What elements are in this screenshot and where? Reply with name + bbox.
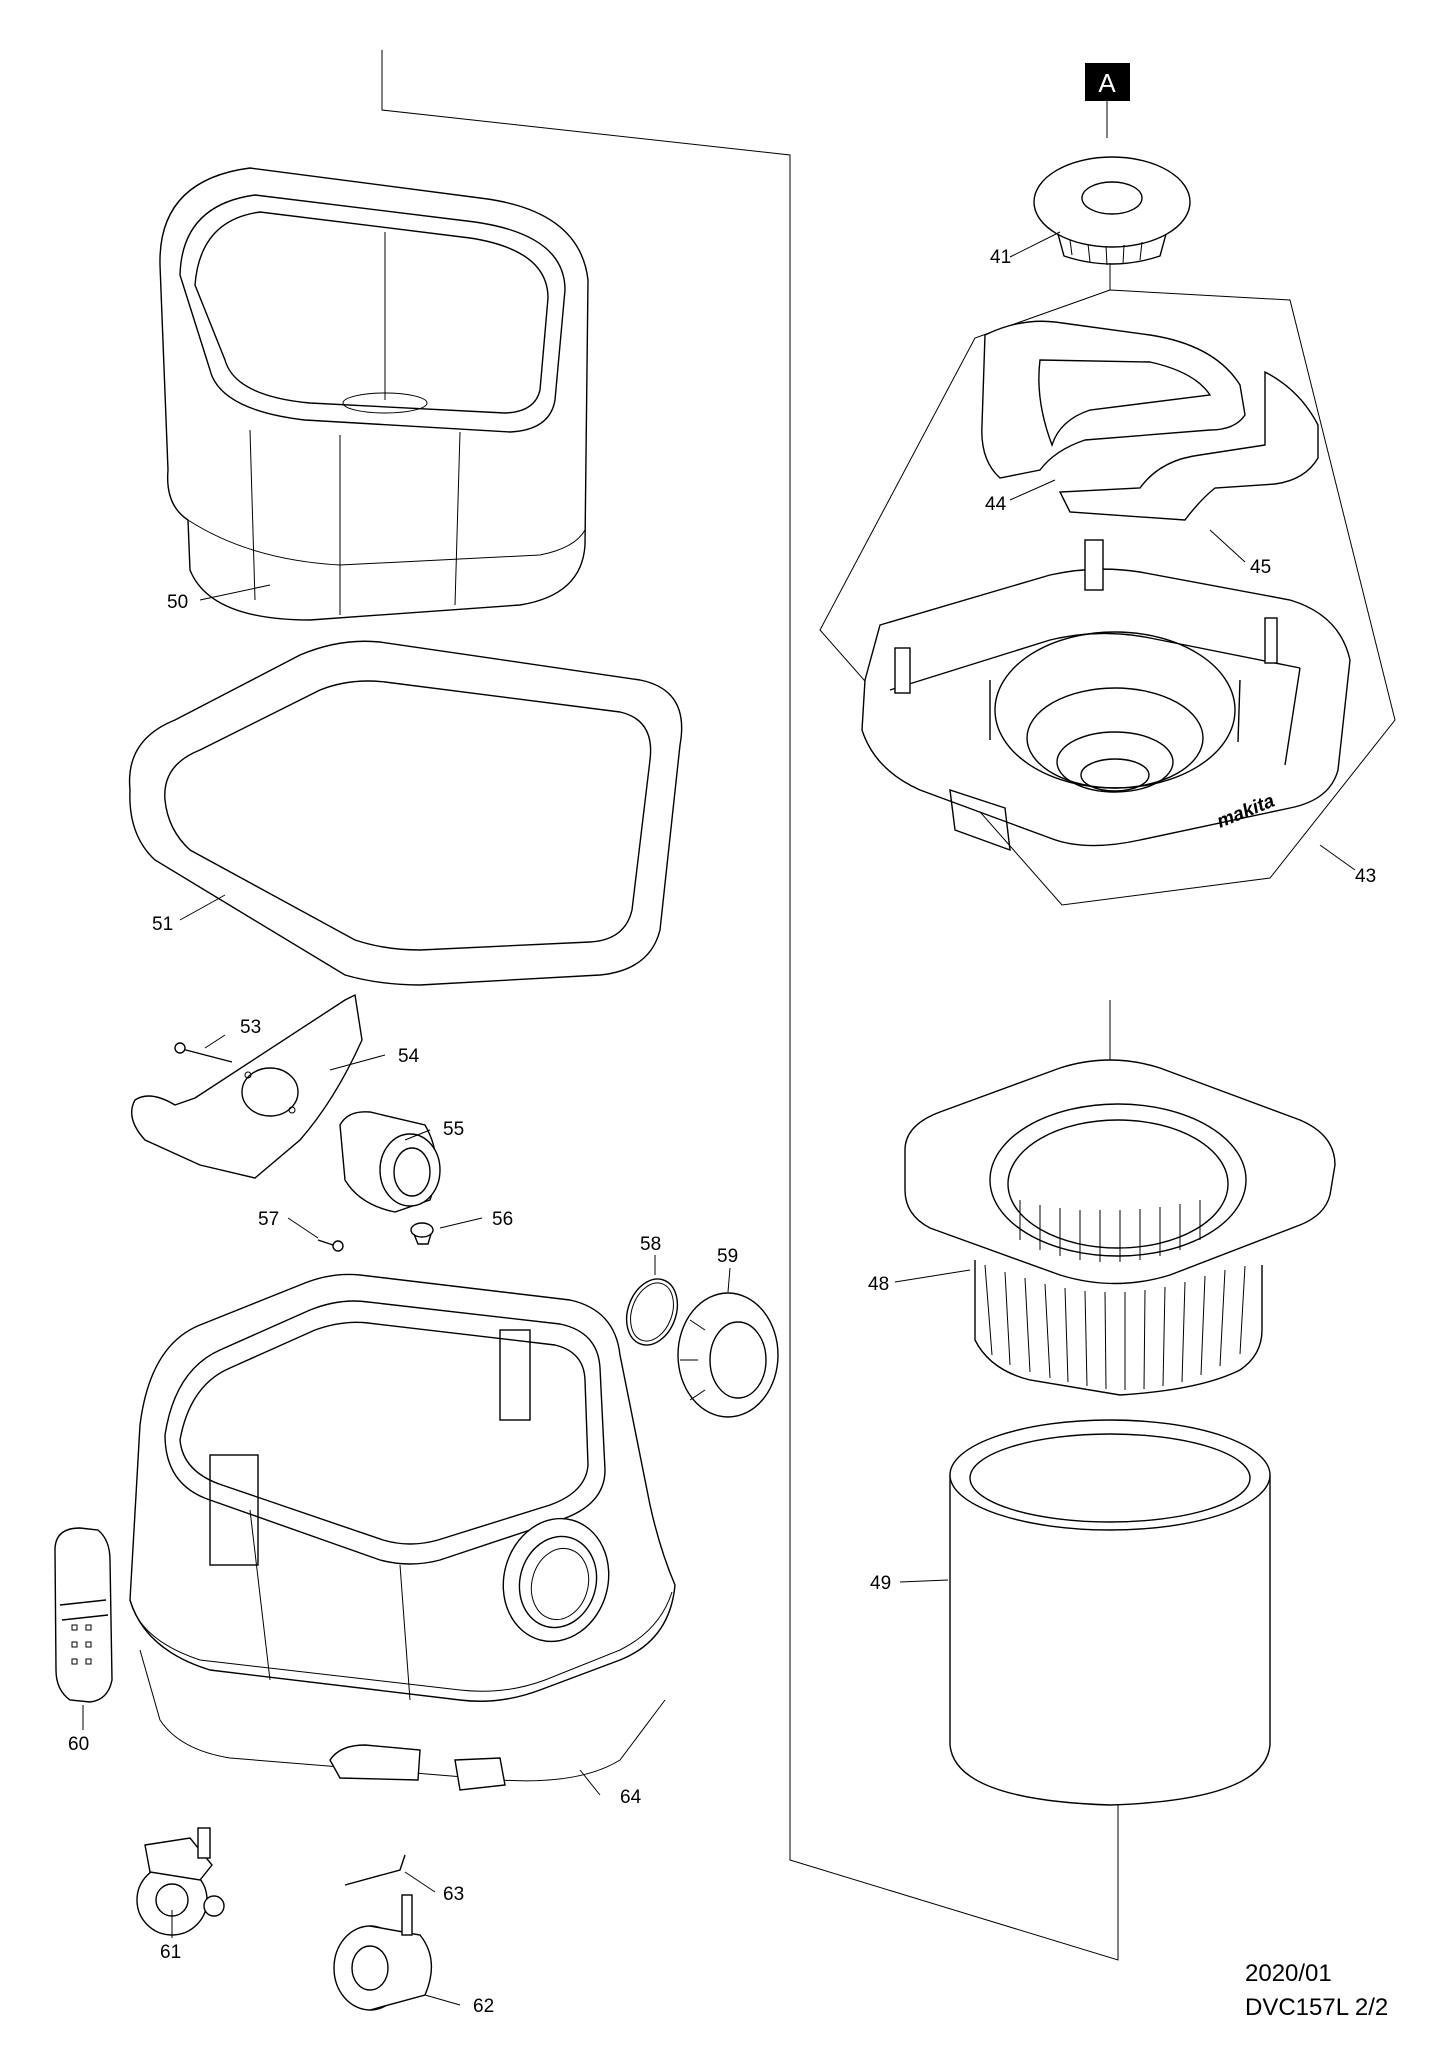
- part-44-sponge: [981, 320, 1246, 479]
- footer-date: 2020/01: [1245, 1960, 1332, 1987]
- callout-44: 44: [985, 494, 1007, 515]
- part-45-sponge: [1058, 370, 1319, 521]
- part-43-head-housing: makita: [861, 539, 1351, 852]
- part-56-small-cap: [410, 1222, 434, 1245]
- part-58-o-ring: [625, 1278, 679, 1346]
- part-54-bracket: [131, 993, 363, 1179]
- callout-43: 43: [1355, 866, 1376, 887]
- part-48-filter: [904, 1059, 1336, 1396]
- part-49-sleeve: [949, 1419, 1271, 1806]
- part-61-caster: [136, 1827, 225, 1936]
- callout-56: 56: [492, 1209, 513, 1230]
- callout-54: 54: [398, 1046, 420, 1067]
- callout-55: 55: [443, 1119, 464, 1140]
- callout-labels: 41 43 44 45 48 49 50 51 53 54 55 56 57 5…: [68, 247, 1376, 2017]
- part-51-seal-ring: [128, 640, 683, 986]
- callout-60: 60: [68, 1734, 89, 1755]
- footer-model-page: DVC157L 2/2: [1245, 1994, 1389, 2021]
- callout-50: 50: [167, 592, 188, 613]
- callout-57: 57: [258, 1209, 279, 1230]
- part-62-caster: [333, 1894, 433, 2011]
- callout-45: 45: [1250, 557, 1271, 578]
- part-63-pin: [344, 1854, 406, 1886]
- callout-49: 49: [870, 1573, 891, 1594]
- callout-64: 64: [620, 1787, 642, 1808]
- part-55-inlet: [339, 1111, 441, 1213]
- part-60-latch: [54, 1527, 113, 1703]
- callout-51: 51: [152, 914, 173, 935]
- part-53-screw: [174, 1042, 233, 1063]
- callout-61: 61: [160, 1942, 181, 1963]
- callout-58: 58: [640, 1234, 661, 1255]
- callout-53: 53: [240, 1017, 261, 1038]
- callout-63: 63: [443, 1884, 464, 1905]
- callout-41: 41: [990, 247, 1011, 268]
- callout-59: 59: [717, 1246, 738, 1267]
- reference-marker-a: A: [1085, 63, 1130, 290]
- leader-lines: [82, 231, 1356, 2006]
- part-59-collar: [677, 1292, 779, 1418]
- callout-48: 48: [868, 1274, 889, 1295]
- reference-marker-label: A: [1098, 68, 1116, 98]
- part-64-main-tank: [129, 1273, 676, 1791]
- part-50-upper-bowl: [159, 167, 589, 621]
- part-41-cap: [1033, 156, 1191, 266]
- callout-62: 62: [473, 1996, 494, 2017]
- part-57-screw: [317, 1239, 344, 1252]
